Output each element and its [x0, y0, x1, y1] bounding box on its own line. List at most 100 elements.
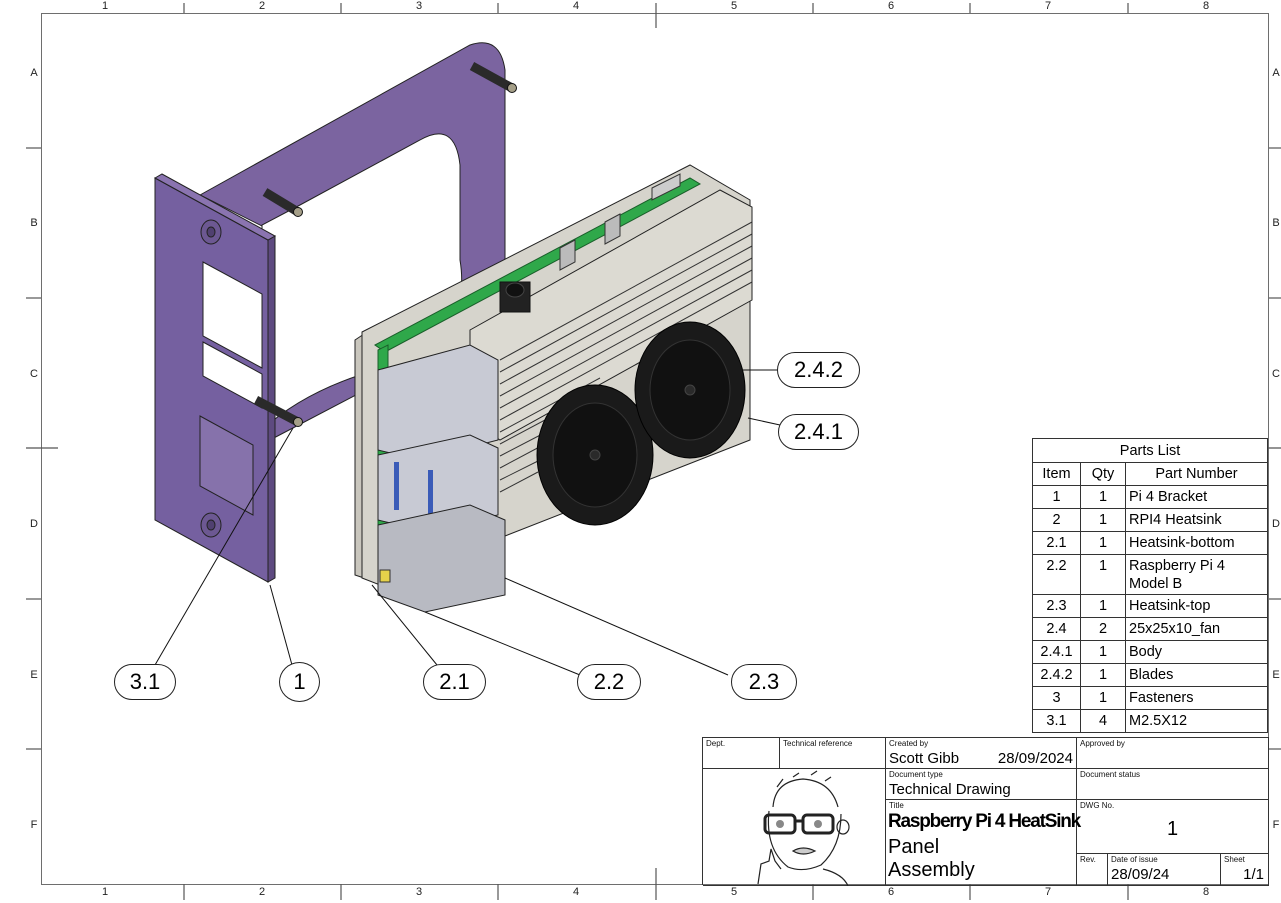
- col-label-5-bottom: 5: [730, 886, 738, 898]
- row-label-a: A: [30, 67, 38, 79]
- sheet-cell: Sheet 1/1: [1221, 854, 1269, 886]
- rev-cell: Rev.: [1077, 854, 1108, 886]
- bracket-part-1: [153, 42, 506, 583]
- cell-item: 2: [1032, 508, 1081, 532]
- doc-type-label: Document type: [889, 770, 943, 779]
- col-label-5: 5: [730, 0, 738, 12]
- fastener-screws: [253, 62, 517, 427]
- dept-cell: Dept.: [703, 738, 780, 769]
- cell-qty: 1: [1080, 640, 1126, 664]
- col-label-8: 8: [1202, 0, 1210, 12]
- title-cell: Title Raspberry Pi 4 HeatSink Panel Asse…: [886, 800, 1081, 886]
- doc-type-cell: Document type Technical Drawing: [886, 769, 1077, 800]
- row-label-b-right: B: [1272, 217, 1280, 229]
- tech-ref-cell: Technical reference: [780, 738, 886, 769]
- cell-qty: 1: [1080, 554, 1126, 595]
- date-of-issue-label: Date of issue: [1111, 855, 1158, 864]
- cell-item: 2.4: [1032, 617, 1081, 641]
- cell-part-number: Raspberry Pi 4 Model B: [1125, 554, 1268, 595]
- doc-type-value: Technical Drawing: [889, 781, 1011, 798]
- cell-item: 2.3: [1032, 594, 1081, 618]
- dwg-no-cell: DWG No. 1: [1077, 800, 1269, 854]
- cell-part-number: Fasteners: [1125, 686, 1268, 710]
- row-label-f: F: [30, 819, 38, 831]
- col-label-4: 4: [572, 0, 580, 12]
- fan-2-4-2: [634, 321, 746, 459]
- header-item: Item: [1032, 462, 1081, 486]
- callout-2-4-1: 2.4.1: [778, 414, 859, 450]
- col-label-1-bottom: 1: [101, 886, 109, 898]
- cell-item: 2.2: [1032, 554, 1081, 595]
- col-label-7: 7: [1044, 0, 1052, 12]
- heatsink-fins: [499, 221, 753, 493]
- heatsink-assembly: [354, 164, 753, 613]
- callout-2-4-2: 2.4.2: [777, 352, 860, 388]
- col-label-7-bottom: 7: [1044, 886, 1052, 898]
- cell-item: 3.1: [1032, 709, 1081, 733]
- row-label-d: D: [30, 518, 38, 530]
- doc-status-cell: Document status: [1077, 769, 1269, 800]
- col-label-2-bottom: 2: [258, 886, 266, 898]
- col-label-2: 2: [258, 0, 266, 12]
- doc-status-label: Document status: [1080, 770, 1141, 779]
- col-label-6-bottom: 6: [887, 886, 895, 898]
- zone-ticks: [26, 3, 1281, 900]
- cell-qty: 1: [1080, 485, 1126, 509]
- row-label-c-right: C: [1272, 368, 1280, 380]
- fan-2-4-1: [536, 384, 654, 526]
- cell-qty: 1: [1080, 663, 1126, 687]
- sheet-label: Sheet: [1224, 855, 1245, 864]
- created-by-label: Created by: [889, 739, 929, 748]
- callout-2-3: 2.3: [731, 664, 797, 700]
- cell-item: 2.4.1: [1032, 640, 1081, 664]
- callout-1: 1: [279, 662, 320, 702]
- cell-part-number: Heatsink-bottom: [1125, 531, 1268, 555]
- cell-qty: 2: [1080, 617, 1126, 641]
- cell-item: 2.4.2: [1032, 663, 1081, 687]
- parts-list-title: Parts List: [1032, 438, 1268, 463]
- header-part-number: Part Number: [1125, 462, 1268, 486]
- author-logo-cell: [703, 769, 886, 887]
- col-label-6: 6: [887, 0, 895, 12]
- approved-by-label: Approved by: [1080, 739, 1125, 748]
- row-label-b: B: [30, 217, 38, 229]
- col-label-4-bottom: 4: [572, 886, 580, 898]
- cell-item: 3: [1032, 686, 1081, 710]
- row-label-e: E: [30, 669, 38, 681]
- row-label-a-right: A: [1272, 67, 1280, 79]
- title-line-2: Panel: [888, 836, 940, 858]
- cell-part-number: RPI4 Heatsink: [1125, 508, 1268, 532]
- approved-by-cell: Approved by: [1077, 738, 1269, 769]
- callout-2-1: 2.1: [423, 664, 486, 700]
- col-label-3: 3: [415, 0, 423, 12]
- cartoon-avatar-icon: [757, 770, 850, 887]
- dept-label: Dept.: [706, 739, 726, 748]
- cell-qty: 4: [1080, 709, 1126, 733]
- callout-2-2: 2.2: [577, 664, 641, 700]
- row-label-c: C: [30, 368, 38, 380]
- created-by-cell: Created by Scott Gibb 28/09/2024: [886, 738, 1077, 769]
- date-of-issue-cell: Date of issue 28/09/24: [1108, 854, 1221, 886]
- title-line-1: Raspberry Pi 4 HeatSink: [888, 811, 1081, 832]
- cell-qty: 1: [1080, 508, 1126, 532]
- cell-item: 2.1: [1032, 531, 1081, 555]
- created-date-value: 28/09/2024: [997, 750, 1073, 767]
- dwg-no-value: 1: [1166, 818, 1179, 840]
- row-label-d-right: D: [1272, 518, 1280, 530]
- cell-qty: 1: [1080, 531, 1126, 555]
- cell-part-number: Blades: [1125, 663, 1268, 687]
- cell-item: 1: [1032, 485, 1081, 509]
- cell-part-number: Body: [1125, 640, 1268, 664]
- cell-qty: 1: [1080, 686, 1126, 710]
- cell-part-number: Pi 4 Bracket: [1125, 485, 1268, 509]
- col-label-3-bottom: 3: [415, 886, 423, 898]
